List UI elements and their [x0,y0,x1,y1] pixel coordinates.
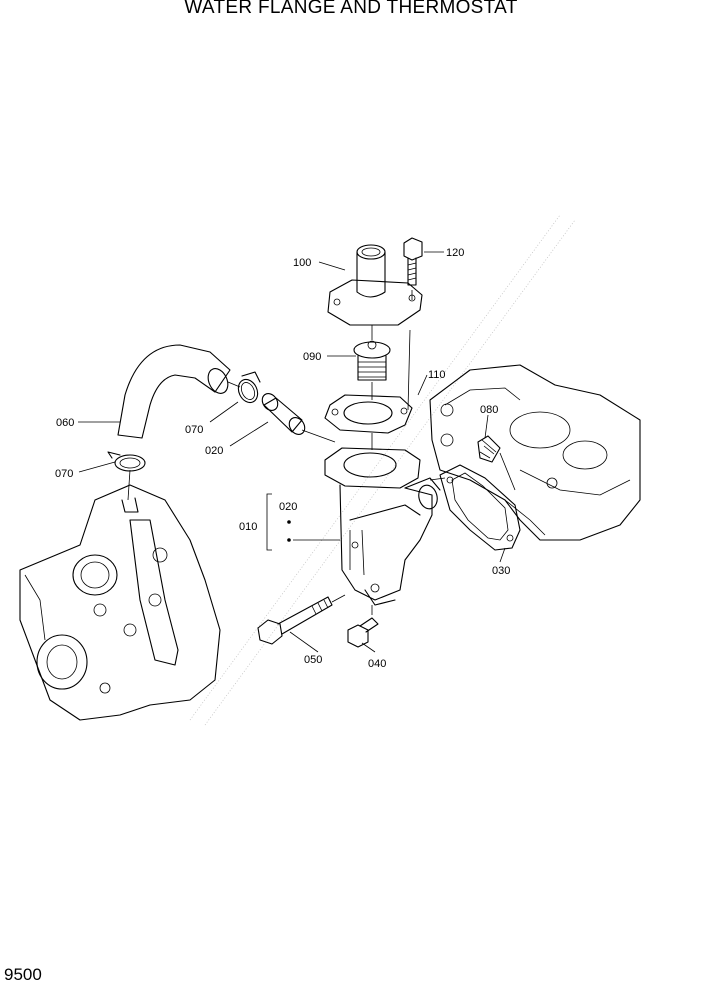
callout-040: 040 [368,658,386,670]
thermostat-part-090 [353,340,391,381]
diagram-title: WATER FLANGE AND THERMOSTAT [184,0,518,18]
hose-part-060 [117,344,231,439]
callout-030: 030 [492,565,510,577]
callout-060: 060 [56,417,74,429]
bolt-part-050 [257,596,333,645]
page-number: 9500 [4,965,42,984]
hose-clamp-upper [237,371,261,404]
leader-lines [78,251,506,653]
water-pump-housing [19,484,221,721]
callout-120: 120 [446,247,464,259]
bullet-010 [287,538,291,542]
bolt-part-120 [403,237,423,286]
gasket-part-110 [324,394,413,434]
assembly-guide-lines [127,290,516,615]
pipe-part-020 [261,393,306,435]
callout-010: 010 [239,521,257,533]
callout-020-group: 020 [279,501,297,513]
callout-020-pipe: 020 [205,445,223,457]
callout-labels: 100 120 090 110 080 060 070 070 020 020 … [55,247,510,670]
watermark [189,214,576,726]
callout-090: 090 [303,351,321,363]
callout-050: 050 [304,654,322,666]
water-flange-part-010 [324,447,441,606]
callout-070-upper: 070 [185,424,203,436]
hose-clamp-lower [107,451,146,472]
callout-100: 100 [293,257,311,269]
bullet-020 [287,520,291,524]
callout-110: 110 [428,369,446,381]
fitting-part-080 [477,435,501,463]
bolt-part-040 [347,617,379,648]
engine-block [429,364,641,541]
gasket-part-030 [439,464,521,551]
callout-080: 080 [480,404,498,416]
callout-070-lower: 070 [55,468,73,480]
